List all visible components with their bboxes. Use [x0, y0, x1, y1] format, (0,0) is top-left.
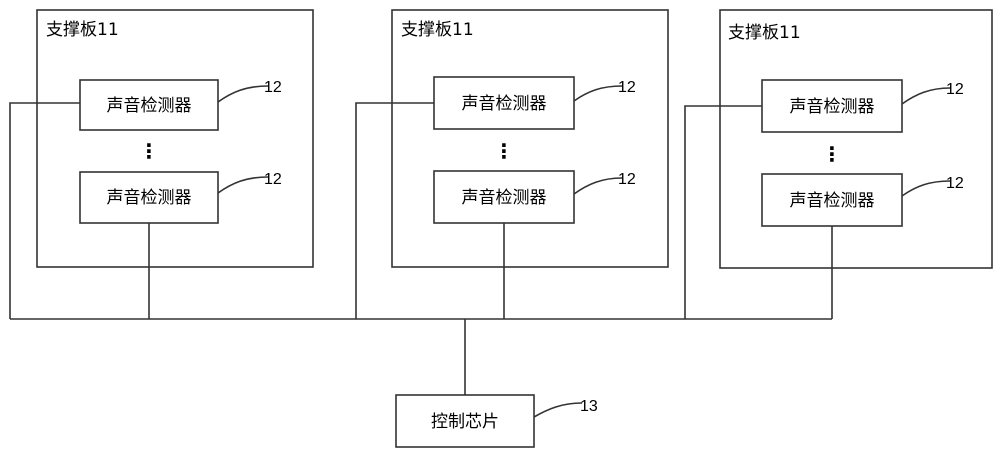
sound-detector-3-2 — [761, 173, 903, 227]
leader-line-1-1 — [217, 85, 269, 103]
sound-detector-1-1-label: 声音检测器 — [107, 96, 192, 116]
support-board-1 — [36, 9, 314, 268]
control-chip-label: 控制芯片 — [431, 412, 499, 432]
sound-detector-3-1-label: 声音检测器 — [790, 97, 875, 117]
wire-board1-top — [9, 102, 80, 319]
control-chip — [395, 394, 535, 448]
sound-detector-1-2-label: 声音检测器 — [107, 188, 192, 208]
ellipsis-1: ⋮ — [139, 139, 159, 163]
sound-detector-1-1 — [79, 79, 219, 131]
leader-line-3-2 — [901, 180, 951, 197]
ref-number-2-1: 12 — [618, 79, 636, 96]
support-board-2 — [391, 9, 669, 268]
support-board-1-label: 支撑板11 — [46, 20, 119, 40]
leader-line-2-2 — [573, 177, 623, 195]
sound-detector-2-2-label: 声音检测器 — [462, 188, 547, 208]
leader-line-2-1 — [573, 85, 623, 102]
sound-detector-1-2 — [79, 171, 219, 224]
support-board-3 — [719, 9, 993, 269]
ref-number-1-2: 12 — [264, 171, 282, 188]
ref-number-3-2: 12 — [946, 175, 964, 192]
wire-board2-top — [355, 102, 434, 319]
support-board-2-label: 支撑板11 — [401, 20, 474, 40]
support-board-3-label: 支撑板11 — [728, 23, 801, 43]
ref-number-3-1: 12 — [946, 81, 964, 98]
ellipsis-2: ⋮ — [494, 139, 514, 163]
wire-board3-top — [684, 105, 762, 319]
sound-detector-3-2-label: 声音检测器 — [790, 191, 875, 211]
ellipsis-3: ⋮ — [822, 142, 842, 166]
sound-detector-2-2 — [433, 170, 575, 224]
sound-detector-2-1-label: 声音检测器 — [462, 94, 547, 114]
leader-line-3-1 — [901, 87, 951, 105]
leader-line-chip — [533, 402, 583, 418]
ref-number-chip: 13 — [580, 398, 598, 415]
ref-number-1-1: 12 — [264, 79, 282, 96]
leader-line-1-2 — [217, 176, 269, 194]
ref-number-2-2: 12 — [618, 171, 636, 188]
